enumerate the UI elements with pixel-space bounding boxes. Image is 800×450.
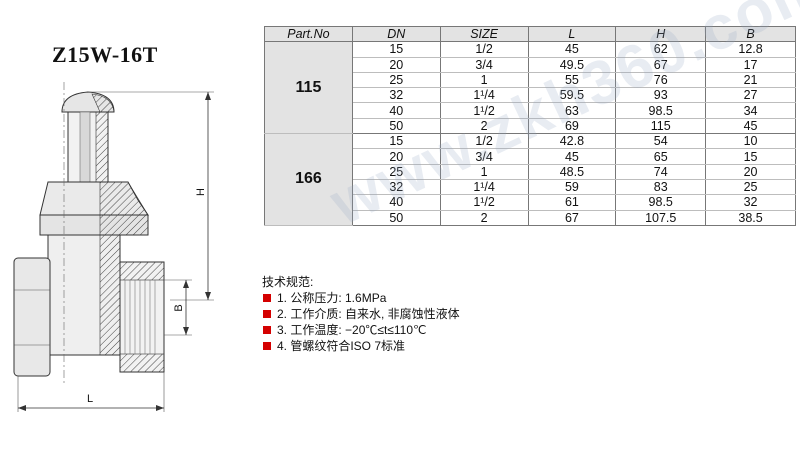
l-cell: 67 <box>527 209 617 226</box>
b-cell: 34 <box>705 102 796 119</box>
header-h: H <box>615 25 707 43</box>
b-cell: 45 <box>705 117 796 135</box>
size-cell: 1/2 <box>439 41 529 58</box>
h-cell: 65 <box>615 148 707 165</box>
notes-title: 技术规范: <box>262 275 314 289</box>
h-cell: 54 <box>615 133 707 150</box>
size-cell: 1 <box>439 71 529 89</box>
note-text: 3. 工作温度: −20℃≤t≤110℃ <box>277 323 427 337</box>
b-cell: 25 <box>705 178 796 196</box>
size-cell: 3/4 <box>439 56 529 73</box>
h-cell: 98.5 <box>615 102 707 119</box>
bullet-square-icon <box>263 326 271 334</box>
size-cell: 1¹/2 <box>439 194 529 211</box>
l-cell: 48.5 <box>527 163 617 180</box>
b-cell: 32 <box>705 194 796 211</box>
b-cell: 15 <box>705 148 796 165</box>
dn-cell: 50 <box>351 209 441 226</box>
bullet-square-icon <box>263 294 271 302</box>
h-cell: 107.5 <box>615 209 707 226</box>
h-cell: 83 <box>615 178 707 196</box>
dn-cell: 25 <box>351 71 441 89</box>
dim-l-label: L <box>87 393 93 405</box>
size-cell: 2 <box>439 209 529 226</box>
h-cell: 62 <box>615 41 707 58</box>
dn-cell: 15 <box>351 41 441 58</box>
note-text: 2. 工作介质: 自来水, 非腐蚀性液体 <box>277 307 460 321</box>
header-size: SIZE <box>439 25 529 43</box>
note-item: 3. 工作温度: −20℃≤t≤110℃ <box>262 322 460 338</box>
b-cell: 12.8 <box>705 41 796 58</box>
dn-cell: 32 <box>351 87 441 104</box>
dn-cell: 20 <box>351 56 441 73</box>
bullet-square-icon <box>263 310 271 318</box>
bullet-square-icon <box>263 342 271 350</box>
part-no-cell: 166 <box>264 133 353 226</box>
note-text: 1. 公称压力: 1.6MPa <box>277 291 387 305</box>
dim-b-label: B <box>173 304 185 311</box>
l-cell: 55 <box>527 71 617 89</box>
note-item: 2. 工作介质: 自来水, 非腐蚀性液体 <box>262 306 460 322</box>
header-part-no: Part.No <box>264 25 353 43</box>
b-cell: 17 <box>705 56 796 73</box>
h-cell: 115 <box>615 117 707 135</box>
valve-drawing: H B L <box>13 82 214 412</box>
dn-cell: 40 <box>351 102 441 119</box>
b-cell: 21 <box>705 71 796 89</box>
b-cell: 10 <box>705 133 796 150</box>
header-l: L <box>527 25 617 43</box>
technical-notes: 技术规范: 1. 公称压力: 1.6MPa 2. 工作介质: 自来水, 非腐蚀性… <box>262 274 460 354</box>
note-text: 4. 管螺纹符合ISO 7标准 <box>277 339 406 353</box>
left-port <box>13 257 51 377</box>
b-cell: 38.5 <box>705 209 796 226</box>
header-dn: DN <box>351 25 441 43</box>
l-cell: 59 <box>527 178 617 196</box>
note-item: 1. 公称压力: 1.6MPa <box>262 290 460 306</box>
l-cell: 61 <box>527 194 617 211</box>
l-cell: 45 <box>527 148 617 165</box>
h-cell: 74 <box>615 163 707 180</box>
model-title: Z15W-16T <box>52 42 158 67</box>
dim-h-label: H <box>195 188 207 196</box>
b-cell: 20 <box>705 163 796 180</box>
h-cell: 98.5 <box>615 194 707 211</box>
b-cell: 27 <box>705 87 796 104</box>
part-no-cell: 115 <box>264 41 353 135</box>
note-item: 4. 管螺纹符合ISO 7标准 <box>262 338 460 354</box>
